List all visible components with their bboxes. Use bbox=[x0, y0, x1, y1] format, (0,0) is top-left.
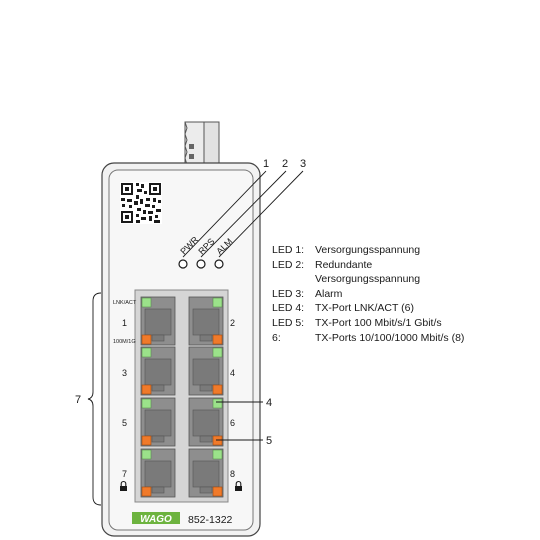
model-number: 852-1322 bbox=[188, 514, 233, 526]
alm-led bbox=[214, 259, 224, 269]
lnk-act-led bbox=[141, 347, 152, 358]
lnk-act-label: LNK/ACT bbox=[113, 300, 137, 306]
speed-led bbox=[141, 435, 152, 446]
callout-3: 3 bbox=[300, 158, 306, 170]
lnk-act-led bbox=[212, 297, 223, 308]
lnk-act-led bbox=[141, 297, 152, 308]
port-latch bbox=[151, 384, 165, 392]
speed-led bbox=[141, 384, 152, 395]
port-latch bbox=[199, 486, 213, 494]
din-rail-clip bbox=[184, 121, 220, 166]
port-latch bbox=[199, 334, 213, 342]
speed-led bbox=[141, 486, 152, 497]
legend-row: 6:TX-Ports 10/100/1000 Mbit/s (8) bbox=[272, 331, 465, 344]
port-3-label: 3 bbox=[122, 368, 127, 378]
legend-row: LED 3:Alarm bbox=[272, 287, 343, 300]
callout-2: 2 bbox=[282, 158, 288, 170]
rj45-port-8 bbox=[188, 448, 224, 498]
wago-logo: WAGO bbox=[132, 512, 180, 525]
lock-icon bbox=[120, 480, 127, 491]
port-1-label: 1 bbox=[122, 318, 127, 328]
led-legend: LED 1:Versorgungsspannung LED 2:Redundan… bbox=[272, 243, 464, 345]
lnk-act-led bbox=[212, 398, 223, 409]
legend-row: LED 1:Versorgungsspannung bbox=[272, 244, 421, 256]
speed-label: 100M/1G bbox=[113, 339, 136, 345]
rj45-port-2 bbox=[188, 296, 224, 346]
port-socket bbox=[144, 308, 172, 336]
rj45-ports bbox=[140, 296, 224, 498]
port-latch bbox=[151, 334, 165, 342]
lnk-act-led bbox=[212, 449, 223, 460]
port-socket bbox=[144, 358, 172, 386]
led-leader-lines bbox=[182, 170, 304, 258]
port-latch bbox=[199, 384, 213, 392]
speed-led bbox=[212, 384, 223, 395]
port-latch bbox=[151, 486, 165, 494]
rj45-port-6 bbox=[188, 397, 224, 447]
rps-led bbox=[196, 259, 206, 269]
port-latch bbox=[199, 435, 213, 443]
speed-led bbox=[212, 435, 223, 446]
rj45-port-7 bbox=[140, 448, 176, 498]
legend-row: LED 2:Redundante bbox=[272, 258, 373, 271]
lock-icon bbox=[235, 480, 242, 491]
svg-text:WAGO: WAGO bbox=[140, 514, 172, 525]
port-2-label: 2 bbox=[230, 318, 235, 328]
callout-4: 4 bbox=[266, 397, 272, 409]
lnk-act-led bbox=[141, 398, 152, 409]
legend-row: LED 5:TX-Port 100 Mbit/s/1 Gbit/s bbox=[272, 316, 442, 329]
legend-row: LED 4:TX-Port LNK/ACT (6) bbox=[272, 302, 414, 315]
qr-code bbox=[120, 182, 162, 224]
port-socket bbox=[192, 460, 220, 488]
port-8-label: 8 bbox=[230, 469, 235, 479]
port-socket bbox=[192, 409, 220, 437]
rj45-port-3 bbox=[140, 346, 176, 396]
port-socket bbox=[192, 358, 220, 386]
pwr-led bbox=[178, 259, 188, 269]
rj45-port-1 bbox=[140, 296, 176, 346]
ports-brace bbox=[87, 292, 102, 506]
speed-led bbox=[212, 486, 223, 497]
port-4-label: 4 bbox=[230, 368, 235, 378]
port-6-label: 6 bbox=[230, 418, 235, 428]
port-socket bbox=[144, 460, 172, 488]
rj45-port-4 bbox=[188, 346, 224, 396]
legend-row: Versorgungsspannung bbox=[315, 273, 421, 286]
speed-led bbox=[212, 334, 223, 345]
port-5-label: 5 bbox=[122, 418, 127, 428]
port-7-label: 7 bbox=[122, 469, 127, 479]
callout-7: 7 bbox=[75, 394, 81, 406]
lnk-act-led bbox=[141, 449, 152, 460]
port-socket bbox=[192, 308, 220, 336]
callout-5: 5 bbox=[266, 435, 272, 447]
rj45-port-5 bbox=[140, 397, 176, 447]
callout-1: 1 bbox=[263, 158, 269, 170]
speed-led bbox=[141, 334, 152, 345]
port-latch bbox=[151, 435, 165, 443]
lnk-act-led bbox=[212, 347, 223, 358]
port-socket bbox=[144, 409, 172, 437]
